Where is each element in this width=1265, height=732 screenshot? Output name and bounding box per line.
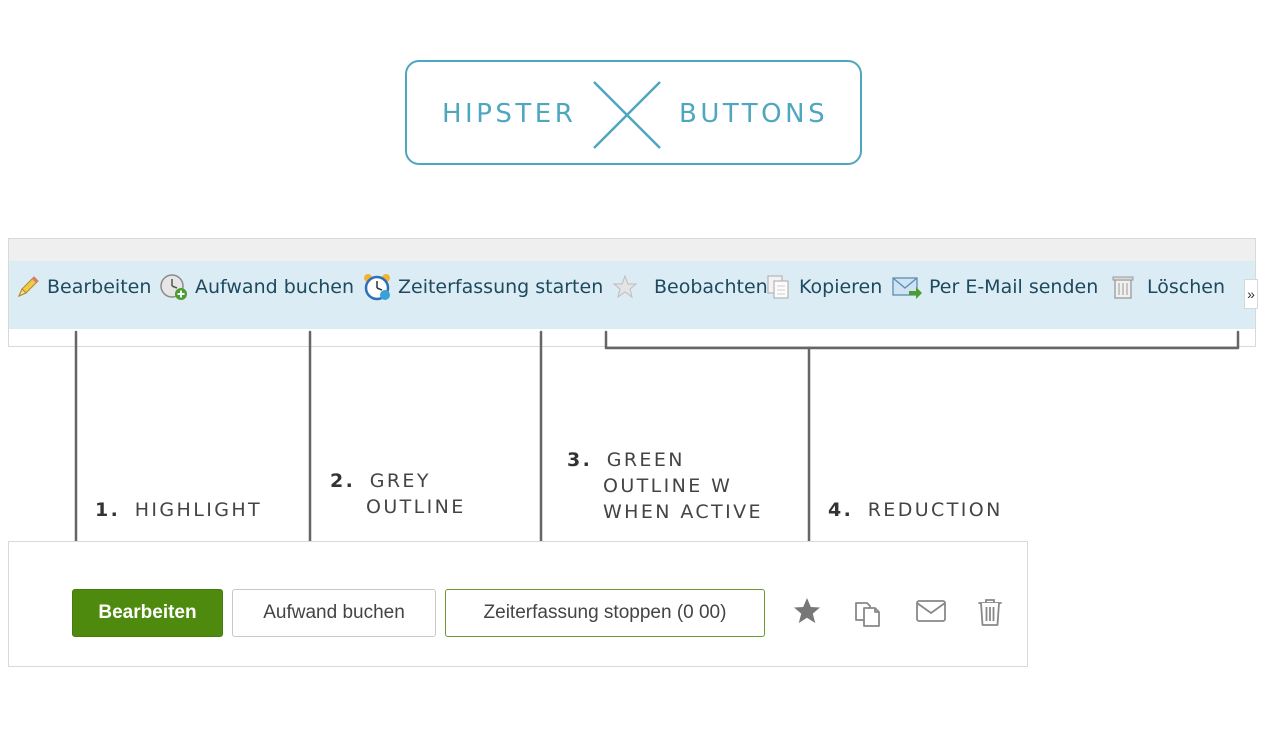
logo-word-left: HIPSTER (442, 99, 577, 129)
trash-icon (1112, 276, 1134, 299)
star-icon (612, 274, 638, 299)
star-icon[interactable] (792, 596, 822, 626)
old-email-label: Per E-Mail senden (929, 276, 1099, 298)
old-copy-link[interactable]: Kopieren (765, 273, 882, 301)
logo-word-right: BUTTONS (679, 99, 829, 129)
old-edit-label: Bearbeiten (47, 276, 152, 298)
clock-add-icon (160, 274, 187, 300)
old-delete-label: Löschen (1147, 276, 1225, 298)
annotation-1: 1. HIGHLIGHT (95, 499, 263, 521)
old-copy-label: Kopieren (799, 276, 883, 298)
old-edit-link[interactable]: Bearbeiten (15, 273, 151, 301)
overflow-chevron-button[interactable]: » (1244, 279, 1258, 309)
old-toolbar-header-strip (9, 239, 1255, 261)
annotation-4: 4. REDUCTION (828, 499, 1003, 521)
reduction-bracket (604, 330, 1240, 350)
old-log-time-label: Aufwand buchen (195, 276, 355, 298)
old-watch-label: Beobachten (654, 276, 768, 298)
annotation-2: 2. GREY OUTLINE (330, 470, 466, 518)
edit-button[interactable]: Bearbeiten (72, 589, 223, 637)
old-start-tracking-link[interactable]: Zeiterfassung starten (362, 273, 603, 301)
old-delete-link[interactable]: Löschen (1111, 273, 1225, 301)
new-toolbar-panel: Bearbeiten Aufwand buchen Zeiterfassung … (8, 541, 1028, 667)
mail-icon[interactable] (914, 596, 948, 626)
annotation-3: 3. GREEN OUTLINE W WHEN ACTIVE (567, 449, 763, 523)
mail-send-icon (892, 277, 922, 299)
old-email-link[interactable]: Per E-Mail senden (891, 273, 1098, 301)
trash-icon[interactable] (976, 596, 1004, 628)
old-watch-link[interactable]: Beobachten (612, 273, 768, 301)
logo-cross-icon (593, 81, 661, 149)
log-time-button[interactable]: Aufwand buchen (232, 589, 436, 637)
hipster-buttons-logo: HIPSTER BUTTONS (405, 60, 862, 165)
pencil-icon (18, 276, 39, 297)
old-start-tracking-label: Zeiterfassung starten (398, 276, 604, 298)
copy-icon[interactable] (852, 596, 884, 628)
stop-tracking-button[interactable]: Zeiterfassung stoppen (0 00) (445, 589, 765, 637)
alarm-clock-icon (364, 274, 390, 301)
old-toolbar-panel: Bearbeiten Aufwand buchen Zeiterfassung … (8, 238, 1258, 347)
old-log-time-link[interactable]: Aufwand buchen (159, 273, 354, 301)
copy-icon (767, 275, 789, 299)
